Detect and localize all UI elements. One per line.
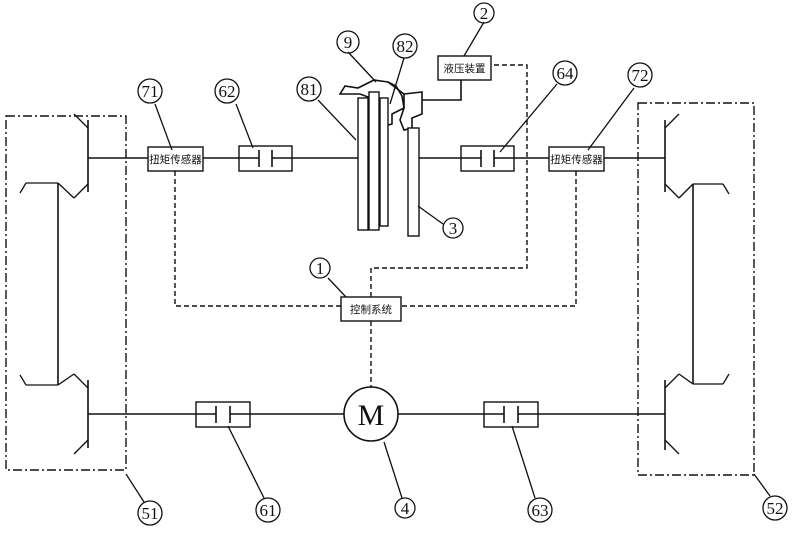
callout-71-text: 71 [142,82,159,101]
callout-61-text: 61 [260,501,277,520]
signal-lines [174,64,577,388]
control-system: 控制系统 [340,296,402,322]
coupling-63 [483,401,539,428]
hydraulic-device: 液压装置 [437,55,492,81]
callout-52: 52 [762,495,788,521]
callout-72-text: 72 [632,66,649,85]
control-system-label: 控制系统 [350,303,392,316]
callout-3: 3 [442,217,464,239]
coupling-61 [195,401,251,428]
callout-52-text: 52 [767,499,784,518]
coupling-64 [460,145,515,172]
clutch-assembly [338,79,423,237]
left-gearbox-frame-51 [5,115,127,471]
hydraulic-device-label: 液压装置 [444,62,486,75]
callout-51: 51 [137,500,163,526]
left-gear-set [19,113,89,455]
callout-4-text: 4 [401,499,410,518]
callout-2: 2 [473,2,495,24]
callout-1-text: 1 [316,259,325,278]
callout-71: 71 [137,78,163,104]
callout-leaders [125,21,771,503]
callout-81-text: 81 [301,80,318,99]
right-gearbox-frame-52 [637,102,755,476]
callout-1: 1 [309,257,331,279]
torque-sensor-71: 扭矩传感器 [147,146,204,172]
callout-62-text: 62 [219,82,236,101]
callout-4: 4 [394,497,416,519]
callout-2-text: 2 [480,4,489,23]
callout-81: 81 [296,76,322,102]
coupling-62 [238,145,293,172]
callout-64-text: 64 [557,64,575,83]
callout-61: 61 [255,497,281,523]
callout-9-text: 9 [344,33,353,52]
callout-51-text: 51 [142,504,159,523]
callout-63-text: 63 [532,501,549,520]
motor: M [343,386,399,442]
torque-sensor-71-label: 扭矩传感器 [149,153,202,166]
callout-72: 72 [627,62,653,88]
torque-sensor-72-label: 扭矩传感器 [550,153,603,166]
callout-64: 64 [552,60,578,86]
right-gear-set [664,113,730,455]
callout-9: 9 [336,30,360,54]
callout-82-text: 82 [397,37,414,56]
callout-62: 62 [214,78,240,104]
callout-3-text: 3 [449,219,458,238]
callout-63: 63 [527,497,553,523]
callout-82: 82 [392,33,418,59]
motor-label: M [358,399,385,432]
torque-sensor-72: 扭矩传感器 [548,146,605,172]
